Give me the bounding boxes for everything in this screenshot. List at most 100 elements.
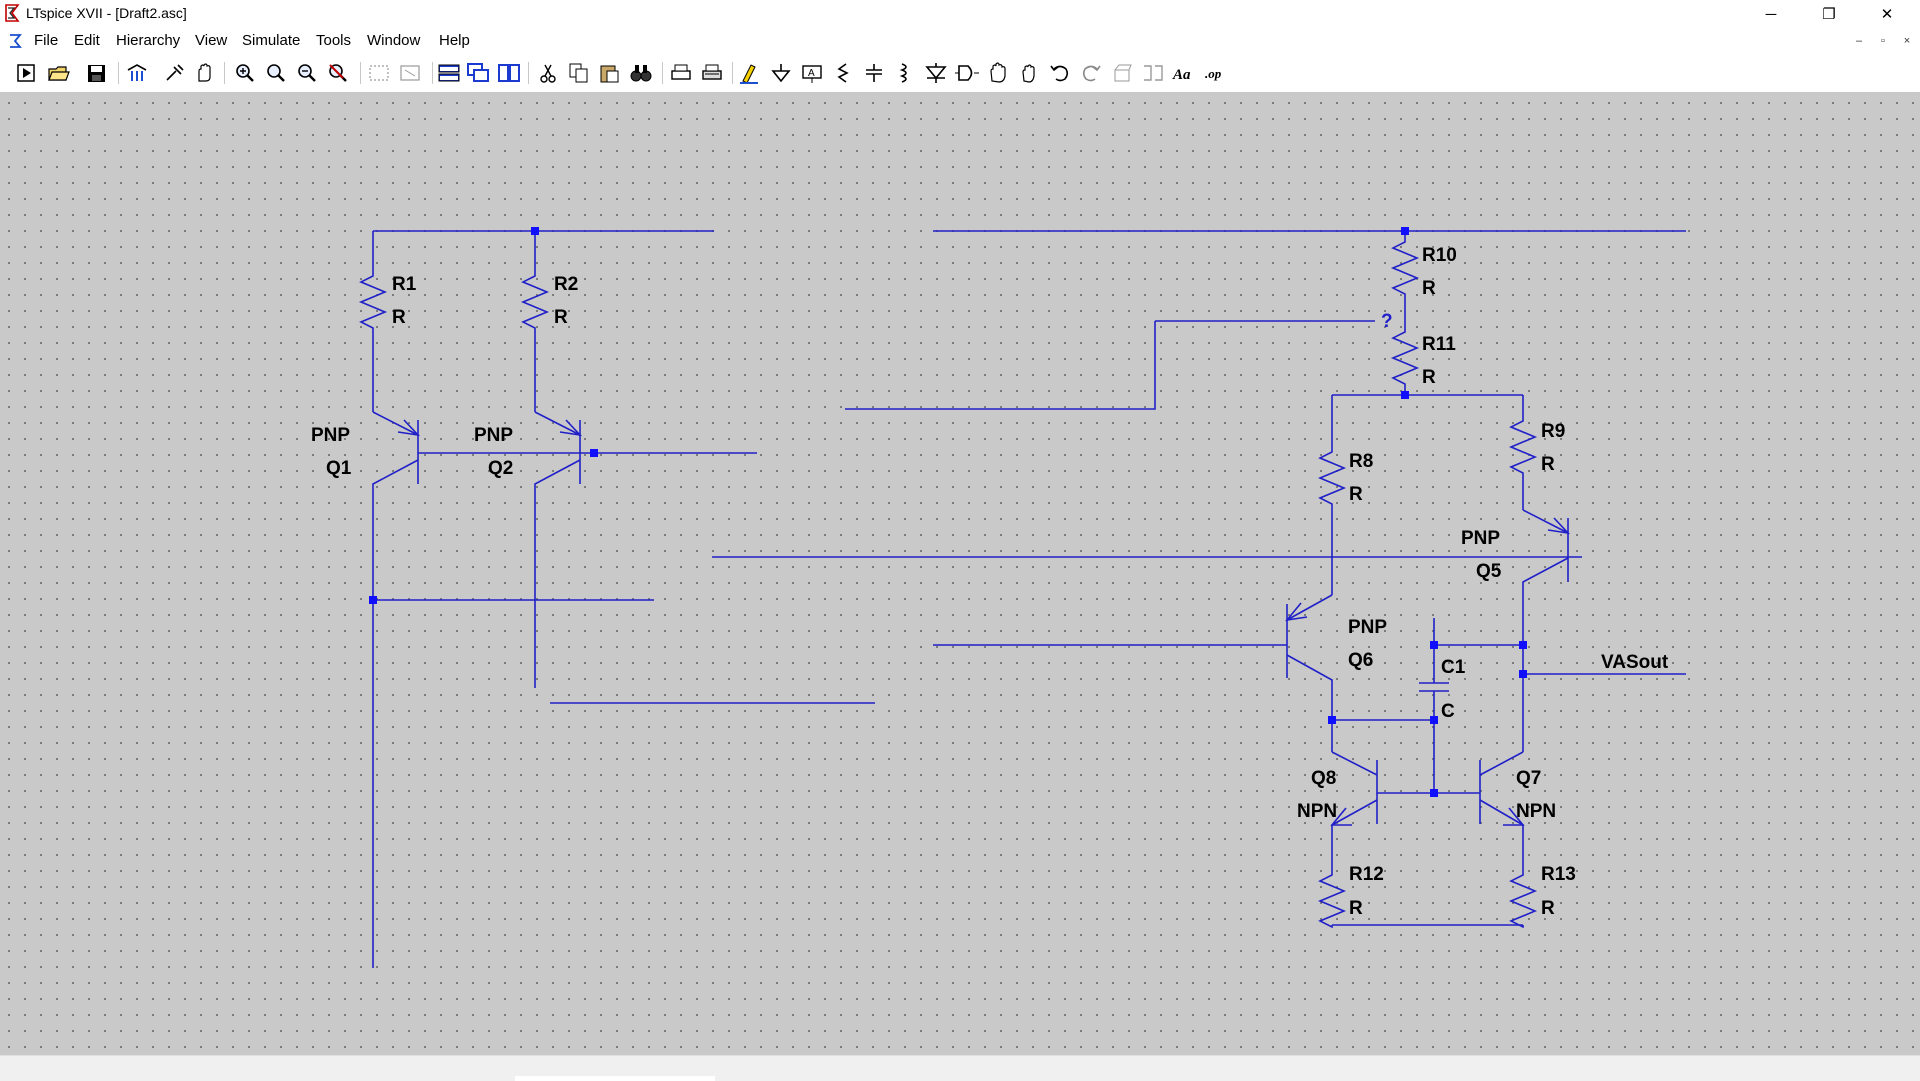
unknown-net-marker: ? <box>1381 311 1393 332</box>
r13-value-label: R <box>1541 898 1555 919</box>
mdi-close-button[interactable]: × <box>1903 35 1911 47</box>
control-panel-icon[interactable] <box>124 61 150 85</box>
q1-type-label: PNP <box>311 425 350 446</box>
autorange-icon[interactable] <box>366 61 392 85</box>
menu-window[interactable]: Window <box>367 32 421 49</box>
resistor-r1[interactable] <box>358 270 388 334</box>
print-icon[interactable] <box>668 61 694 85</box>
zoom-cancel-icon[interactable] <box>325 61 351 85</box>
r13-name-label: R13 <box>1541 864 1576 885</box>
redo-icon[interactable] <box>1078 61 1104 85</box>
pan-hand-icon[interactable] <box>192 61 218 85</box>
transistor-q5[interactable] <box>1522 509 1571 645</box>
zoom-in-icon[interactable] <box>232 61 258 85</box>
open-icon[interactable] <box>46 61 72 85</box>
q7-name-label: Q7 <box>1516 768 1541 789</box>
copy-icon[interactable] <box>566 61 592 85</box>
resistor-r13[interactable] <box>1508 870 1538 929</box>
q8-name-label: Q8 <box>1311 768 1336 789</box>
r2-value-label: R <box>554 307 568 328</box>
menu-bar: File Edit Hierarchy View Simulate Tools … <box>0 28 1920 54</box>
transistor-q1[interactable] <box>372 334 421 600</box>
r9-name-label: R9 <box>1541 421 1565 442</box>
menu-file[interactable]: File <box>34 32 59 49</box>
resistor-r10[interactable] <box>1390 231 1420 300</box>
run-icon[interactable] <box>14 61 40 85</box>
resistor-r8[interactable] <box>1317 395 1347 595</box>
inductor-icon[interactable] <box>892 61 918 85</box>
r8-name-label: R8 <box>1349 451 1373 472</box>
r12-value-label: R <box>1349 898 1363 919</box>
menu-edit[interactable]: Edit <box>74 32 100 49</box>
find-icon[interactable] <box>628 61 654 85</box>
menu-hierarchy[interactable]: Hierarchy <box>116 32 181 49</box>
menu-tools[interactable]: Tools <box>316 32 352 49</box>
resistor-r11[interactable] <box>1390 300 1420 395</box>
cascade-icon[interactable] <box>465 61 491 85</box>
schematic-drawing[interactable]: R1 R R2 R PNP Q1 PNP Q2 R10 R ? R11 R <box>0 92 1920 1055</box>
cut-icon[interactable] <box>535 61 561 85</box>
wire-top-left-rail[interactable] <box>372 230 714 270</box>
capacitor-icon[interactable] <box>861 61 887 85</box>
r10-name-label: R10 <box>1422 245 1457 266</box>
q2-name-label: Q2 <box>488 458 513 479</box>
svg-text:Aa: Aa <box>1172 67 1191 83</box>
schematic-canvas[interactable]: R1 R R2 R PNP Q1 PNP Q2 R10 R ? R11 R <box>0 92 1920 1055</box>
component-icon[interactable] <box>954 61 980 85</box>
r11-name-label: R11 <box>1422 334 1456 355</box>
svg-text:A: A <box>808 68 815 79</box>
r11-value-label: R <box>1422 367 1436 388</box>
capacitor-c1[interactable] <box>1419 618 1449 793</box>
c1-value-label: C <box>1441 701 1455 722</box>
menu-help[interactable]: Help <box>439 32 470 49</box>
move-icon[interactable] <box>985 61 1011 85</box>
resistor-icon[interactable] <box>830 61 856 85</box>
tile-vertical-icon[interactable] <box>496 61 522 85</box>
print-setup-icon[interactable] <box>699 61 725 85</box>
junction-dots <box>369 227 1527 797</box>
paste-icon[interactable] <box>597 61 623 85</box>
r2-name-label: R2 <box>554 274 578 295</box>
svg-text:.op: .op <box>1205 66 1222 81</box>
maximize-button[interactable]: ❐ <box>1822 6 1836 23</box>
undo-icon[interactable] <box>1047 61 1073 85</box>
zoom-to-fit-icon[interactable] <box>397 61 423 85</box>
transistor-q2[interactable] <box>534 334 583 688</box>
q7-type-label: NPN <box>1516 801 1556 822</box>
drag-icon[interactable] <box>1016 61 1042 85</box>
zoom-extents-icon[interactable] <box>263 61 289 85</box>
ground-icon[interactable] <box>768 61 794 85</box>
transistor-q8[interactable] <box>1330 720 1378 870</box>
toolbar: A Aa .op <box>0 54 1920 93</box>
resistor-r2[interactable] <box>520 270 550 334</box>
mdi-minimize-button[interactable]: – <box>1855 35 1863 47</box>
minimize-button[interactable]: ─ <box>1765 5 1777 23</box>
menu-view[interactable]: View <box>195 32 228 49</box>
mirror-icon[interactable] <box>1140 61 1166 85</box>
wire-feedback-left[interactable] <box>845 321 1156 410</box>
rotate-icon[interactable] <box>1109 61 1135 85</box>
net-label-vasout[interactable]: VASout <box>1601 652 1669 673</box>
menu-simulate[interactable]: Simulate <box>242 32 301 49</box>
document-icon[interactable] <box>6 32 24 50</box>
mdi-restore-button[interactable]: ▫ <box>1881 35 1885 47</box>
transistor-q7[interactable] <box>1479 751 1525 870</box>
diode-icon[interactable] <box>923 61 949 85</box>
save-icon[interactable] <box>84 61 110 85</box>
spice-directive-icon[interactable]: .op <box>1202 61 1228 85</box>
ltspice-logo-icon <box>5 4 20 22</box>
resistor-r9[interactable] <box>1508 395 1538 510</box>
r1-value-label: R <box>392 307 406 328</box>
zoom-out-icon[interactable] <box>294 61 320 85</box>
draw-wire-icon[interactable] <box>736 61 762 85</box>
q1-name-label: Q1 <box>326 458 352 479</box>
tile-horizontal-icon[interactable] <box>436 61 462 85</box>
resistor-r12[interactable] <box>1317 870 1347 929</box>
transistor-q6[interactable] <box>1285 594 1333 720</box>
close-button[interactable]: ✕ <box>1880 6 1894 23</box>
text-icon[interactable]: Aa <box>1171 61 1197 85</box>
q5-type-label: PNP <box>1461 528 1500 549</box>
probe-icon[interactable] <box>162 61 188 85</box>
label-net-icon[interactable]: A <box>799 61 825 85</box>
status-tab <box>515 1076 715 1081</box>
